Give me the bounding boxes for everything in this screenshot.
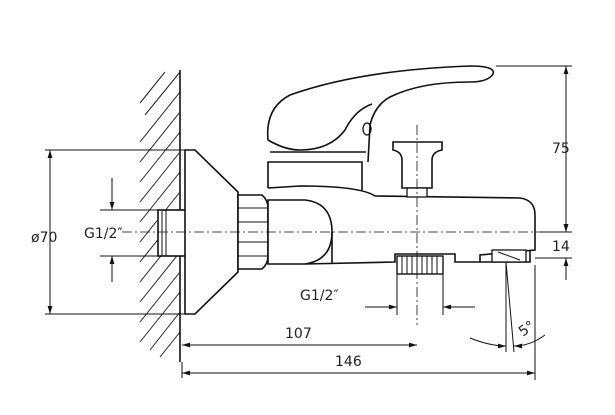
dim-spout-height: 14: [535, 210, 572, 280]
outlet-thread: [396, 255, 444, 275]
dim-inlet-thread: G1/2″: [84, 178, 158, 282]
dim-outlet-thread: G1/2″: [300, 274, 475, 315]
dim-total-depth-label: 146: [335, 354, 362, 370]
wall-hatching: [139, 71, 181, 358]
centerlines: [122, 125, 550, 325]
dim-flange-diameter-label: ø70: [31, 230, 57, 246]
dim-depth-outlet-label: 107: [285, 326, 312, 342]
dim-spout-angle-label: 5°: [516, 318, 538, 340]
dim-total-depth: 146: [181, 265, 536, 380]
dim-lever-height-label: 75: [552, 141, 570, 157]
wall: [139, 70, 181, 362]
dim-lever-height: 75: [496, 65, 572, 233]
dim-outlet-thread-label: G1/2″: [300, 288, 339, 304]
faucet-body: [267, 161, 536, 265]
dim-spout-angle: 5°: [469, 261, 546, 353]
lever-handle: [266, 65, 495, 163]
dim-inlet-thread-label: G1/2″: [84, 226, 123, 242]
dim-flange-diameter: ø70: [31, 149, 195, 315]
dim-spout-height-label: 14: [552, 239, 570, 255]
diverter-knob: [392, 141, 443, 198]
dim-depth-outlet: 107: [182, 326, 417, 348]
inlet-pipe: [157, 209, 189, 257]
